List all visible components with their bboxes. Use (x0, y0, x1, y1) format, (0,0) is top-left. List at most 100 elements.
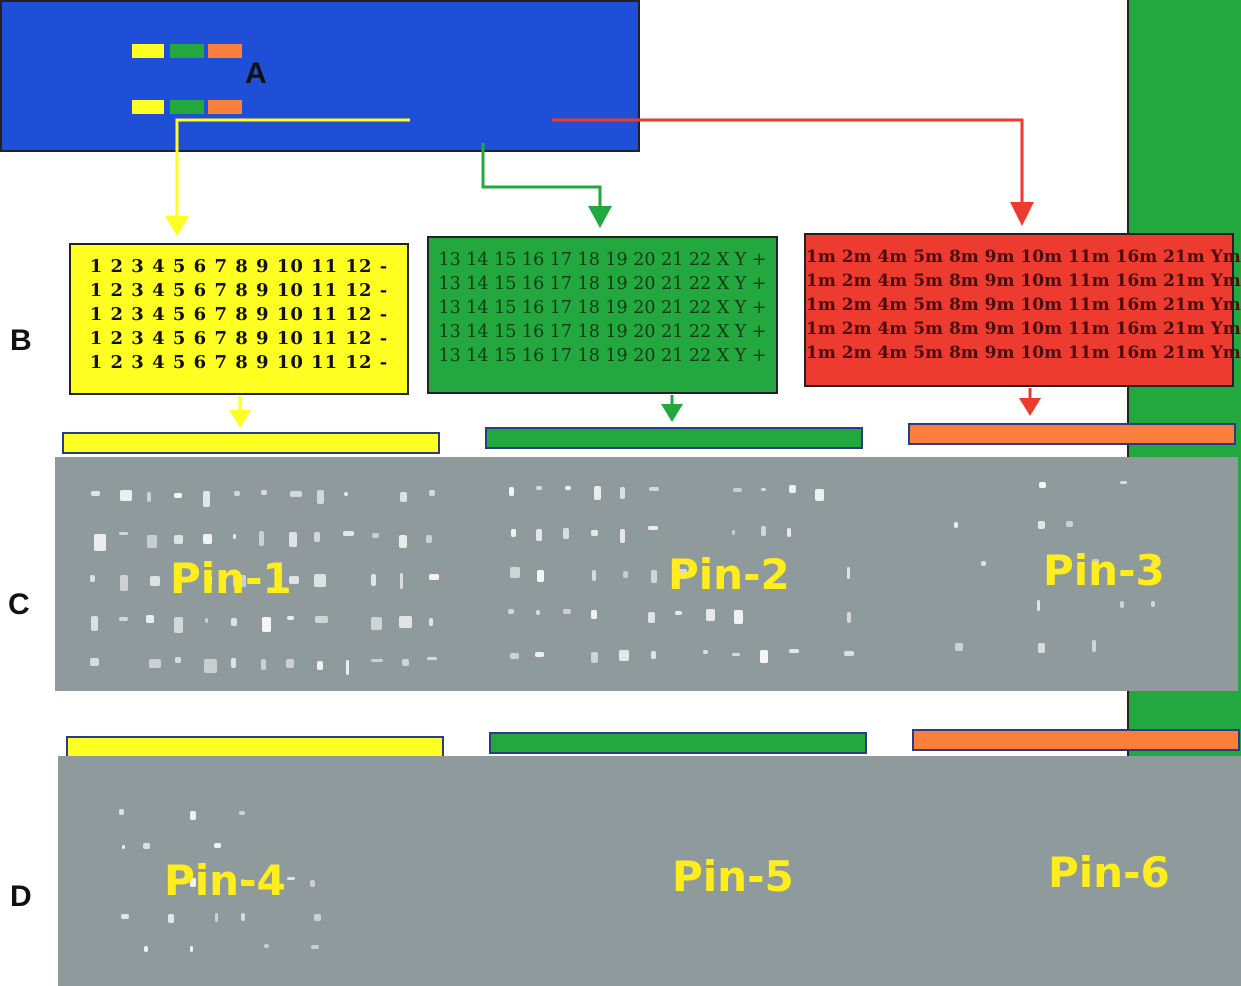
green-row-4: 13 14 15 16 17 18 19 20 21 22 X Y + (429, 320, 776, 344)
green-connector (483, 143, 600, 208)
array-c-spot (1038, 643, 1045, 653)
pin-2-label: Pin-2 (668, 550, 790, 599)
array-c-spot (290, 491, 302, 497)
array-c-spot (591, 652, 598, 663)
array-c-spot (649, 487, 659, 491)
array-c-spot (372, 533, 379, 538)
red-row-1: 1m 2m 4m 5m 8m 9m 10m 11m 16m 21m Ym (806, 245, 1232, 269)
array-c-spot (150, 576, 160, 586)
array-c-spot (732, 653, 740, 656)
array-d-spot (241, 913, 245, 921)
green-row-5: 13 14 15 16 17 18 19 20 21 22 X Y + (429, 344, 776, 368)
array-d-spot (119, 809, 124, 815)
array-c-spot (205, 618, 208, 623)
bar-yellow-d (66, 736, 444, 758)
array-image-d: Pin-4 Pin-5 Pin-6 (58, 756, 1241, 986)
yellow-arrowhead (165, 216, 189, 236)
yellow-down-arrowhead (229, 410, 251, 428)
red-connector (552, 120, 1022, 204)
array-c-spot (399, 535, 407, 548)
array-c-spot (259, 531, 264, 546)
array-d-spot (144, 946, 148, 952)
array-c-spot (119, 532, 128, 535)
array-c-spot (91, 616, 98, 631)
array-c-spot (175, 657, 181, 663)
green-down-arrowhead (661, 404, 683, 422)
array-image-c: Pin-1 Pin-2 Pin-3 (55, 457, 1238, 691)
red-down-arrowhead (1019, 398, 1041, 416)
array-c-spot (620, 487, 625, 499)
red-row-3: 1m 2m 4m 5m 8m 9m 10m 11m 16m 21m Ym (806, 293, 1232, 317)
yellow-row-1: 1 2 3 4 5 6 7 8 9 10 11 12 - (71, 255, 407, 279)
array-c-spot (343, 531, 354, 536)
array-c-spot (760, 650, 768, 663)
array-c-spot (1066, 521, 1073, 527)
probe-layout-red: 1m 2m 4m 5m 8m 9m 10m 11m 16m 21m Ym 1m … (804, 233, 1234, 387)
array-c-spot (262, 617, 271, 632)
array-d-spot (264, 944, 269, 948)
array-d-spot (190, 946, 193, 952)
probe-layout-green: 13 14 15 16 17 18 19 20 21 22 X Y + 13 1… (427, 236, 778, 394)
array-d-spot (311, 945, 319, 949)
array-c-spot (1037, 600, 1040, 611)
array-c-spot (149, 659, 161, 668)
bar-green-c (485, 427, 863, 449)
red-row-2: 1m 2m 4m 5m 8m 9m 10m 11m 16m 21m Ym (806, 269, 1232, 293)
array-c-spot (289, 532, 297, 547)
array-c-spot (317, 490, 324, 504)
pin-1-label: Pin-1 (170, 554, 292, 603)
array-c-spot (231, 618, 237, 626)
array-c-spot (120, 575, 128, 591)
array-d-spot (122, 845, 125, 849)
array-c-spot (510, 567, 520, 578)
array-c-spot (651, 651, 656, 659)
array-c-spot (734, 610, 743, 624)
array-c-spot (371, 574, 376, 586)
pin-4-label: Pin-4 (164, 856, 286, 905)
array-c-spot (429, 490, 435, 496)
array-c-spot (429, 574, 439, 580)
array-c-spot (787, 528, 791, 537)
yellow-row-2: 1 2 3 4 5 6 7 8 9 10 11 12 - (71, 279, 407, 303)
array-c-spot (563, 528, 569, 539)
array-c-spot (314, 532, 320, 542)
array-c-spot (510, 653, 519, 659)
array-c-spot (591, 610, 597, 619)
array-c-spot (400, 573, 403, 589)
probe-layout-yellow: 1 2 3 4 5 6 7 8 9 10 11 12 - 1 2 3 4 5 6… (69, 243, 409, 395)
array-c-spot (90, 575, 95, 582)
array-c-spot (371, 659, 383, 662)
array-c-spot (563, 609, 571, 614)
red-row-4: 1m 2m 4m 5m 8m 9m 10m 11m 16m 21m Ym (806, 317, 1232, 341)
array-c-spot (402, 659, 409, 666)
array-c-spot (371, 617, 382, 630)
bar-yellow-c (62, 432, 440, 454)
array-c-spot (315, 616, 328, 623)
bar-orange-c (908, 423, 1236, 445)
array-c-spot (147, 492, 151, 502)
array-c-spot (509, 487, 514, 496)
array-c-spot (651, 570, 657, 583)
green-row-3: 13 14 15 16 17 18 19 20 21 22 X Y + (429, 296, 776, 320)
array-c-spot (703, 650, 708, 654)
array-c-spot (789, 649, 799, 653)
array-c-spot (591, 530, 598, 536)
array-c-spot (675, 611, 682, 615)
array-c-spot (399, 616, 412, 628)
array-c-spot (733, 488, 742, 492)
array-c-spot (536, 610, 540, 615)
array-c-spot (231, 658, 236, 668)
array-d-spot (190, 811, 196, 820)
array-c-spot (508, 609, 514, 614)
array-c-spot (847, 567, 850, 579)
array-c-spot (536, 529, 542, 541)
array-c-spot (1120, 601, 1124, 608)
array-c-spot (429, 618, 433, 626)
yellow-row-4: 1 2 3 4 5 6 7 8 9 10 11 12 - (71, 327, 407, 351)
pin-3-label: Pin-3 (1043, 546, 1165, 595)
array-c-spot (91, 491, 100, 496)
array-c-spot (261, 490, 267, 495)
yellow-row-3: 1 2 3 4 5 6 7 8 9 10 11 12 - (71, 303, 407, 327)
array-c-spot (400, 492, 407, 502)
array-c-spot (314, 574, 326, 587)
